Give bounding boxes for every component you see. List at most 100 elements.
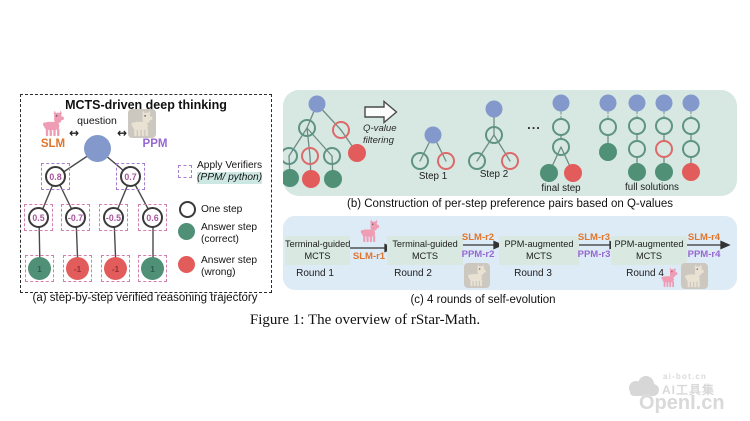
slm-r3-label: SLM-r3 — [577, 232, 611, 243]
round4-label: Round 4 — [626, 268, 664, 279]
legend-answer-correct-sub: (correct) — [201, 234, 239, 245]
watermark-site2: AI工具集 — [662, 383, 716, 397]
q-value: -0.7 — [67, 212, 84, 223]
answer-node-correct: 1 — [28, 257, 51, 280]
q-value: -1 — [111, 263, 120, 274]
right-double-arrow-icon: ↔ — [116, 126, 128, 140]
dotted-connectors — [560, 110, 692, 120]
ppm-r2-llama-icon — [464, 263, 490, 288]
round4-mcts-box: PPM-augmented MCTS — [611, 236, 687, 265]
q-value: -0.5 — [105, 212, 122, 223]
step2-label: Step 2 — [479, 169, 509, 180]
slm-label: SLM — [40, 138, 66, 150]
round3-mcts-box: PPM-augmented MCTS — [499, 236, 579, 265]
panel-a-caption: (a) step-by-step verified reasoning traj… — [32, 292, 258, 304]
step1-label: Step 1 — [418, 171, 448, 182]
legend-answer-wrong: Answer step — [201, 255, 258, 266]
legend-answer-correct: Answer step — [201, 222, 258, 233]
box-line1: PPM-augmented — [504, 238, 574, 249]
round3-label: Round 3 — [514, 268, 552, 279]
ppm-r4-llama-icon — [681, 263, 708, 289]
left-double-arrow-icon: ↔ — [68, 126, 80, 140]
verifier-box — [25, 255, 54, 282]
q-value: 0.8 — [49, 171, 62, 182]
ppm-r3-label: PPM-r3 — [577, 249, 611, 260]
box-line2: MCTS — [635, 250, 663, 261]
figure-caption: Figure 1: The overview of rStar-Math. — [249, 312, 481, 328]
panel-b-trees — [283, 94, 700, 188]
verifier-legend-icon — [178, 165, 192, 178]
question-label: question — [77, 115, 117, 127]
tree-nodes — [283, 94, 700, 188]
slm-r1-label: SLM-r1 — [352, 251, 386, 262]
step-node: -0.5 — [103, 207, 124, 228]
round1-label: Round 1 — [296, 268, 334, 279]
verifier-box — [101, 255, 130, 282]
verifier-box — [138, 204, 167, 231]
verifier-box — [24, 204, 53, 231]
slm-r4-label: SLM-r4 — [687, 232, 721, 243]
final-step-label: final step — [541, 183, 581, 194]
legend-apply-verifiers-sub: (PPM/ python) — [197, 172, 263, 184]
answer-node-correct: 1 — [141, 257, 164, 280]
ppm-llama-icon — [128, 109, 156, 138]
q-value-line1: Q-value — [363, 123, 397, 134]
round2-mcts-box: Terminal-guided MCTS — [387, 236, 463, 265]
q-value-filtering-label: Q-value filtering — [363, 123, 397, 148]
round2-label: Round 2 — [394, 268, 432, 279]
step-node: 0.8 — [45, 166, 66, 187]
panel-a-mcts-deep-thinking: MCTS-driven deep thinking SLM question ↔… — [20, 94, 272, 293]
verifier-box — [116, 163, 145, 190]
slm-r1-llama-icon — [359, 219, 381, 243]
verifier-box — [138, 255, 167, 282]
slm-r4-llama-icon — [660, 267, 679, 288]
box-line2: MCTS — [304, 250, 331, 261]
legend-one-step: One step — [201, 204, 243, 215]
watermark-site1: ai-bot.cn — [663, 372, 708, 381]
slm-r2-label: SLM-r2 — [461, 232, 495, 243]
verifier-box — [61, 204, 90, 231]
full-solutions-label: full solutions — [625, 182, 679, 193]
q-value-line2: filtering — [363, 135, 394, 147]
q-value-filter-arrow-icon — [364, 99, 398, 125]
answer-node-wrong: -1 — [104, 257, 127, 280]
verifier-box — [99, 204, 128, 231]
step-node: 0.5 — [28, 207, 49, 228]
watermark-site3: OpenI.cn — [639, 392, 725, 414]
box-line2: MCTS — [525, 250, 553, 261]
verifier-box — [63, 255, 92, 282]
watermark: ai-bot.cn AI工具集 OpenI.cn — [620, 370, 750, 420]
q-value: 0.5 — [32, 212, 45, 223]
q-value: -1 — [73, 263, 82, 274]
wrong-step-legend-icon — [178, 256, 195, 273]
panel-b-caption: (b) Construction of per-step preference … — [347, 198, 673, 210]
step-node: 0.6 — [142, 207, 163, 228]
panel-c-self-evolution: Terminal-guided MCTS Terminal-guided MCT… — [283, 216, 737, 290]
verifier-box — [41, 163, 70, 190]
ellipsis: ... — [527, 117, 541, 132]
question-root-node — [84, 135, 111, 162]
q-value: 0.6 — [146, 212, 159, 223]
ppm-label: PPM — [142, 138, 168, 150]
ppm-r4-label: PPM-r4 — [687, 249, 721, 260]
q-value: 1 — [37, 263, 42, 274]
panel-b-preference-pairs: Q-value filtering Step 1 Step 2 ... fina… — [283, 90, 737, 196]
round1-mcts-box: Terminal-guided MCTS — [285, 236, 350, 265]
cloud-logo-icon — [629, 376, 659, 396]
one-step-legend-icon — [179, 201, 196, 218]
box-line2: MCTS — [411, 250, 439, 261]
slm-llama-icon — [41, 110, 66, 137]
box-line1: Terminal-guided — [285, 238, 351, 249]
panel-a-title: MCTS-driven deep thinking — [65, 98, 227, 112]
box-line1: PPM-augmented — [614, 238, 684, 249]
box-line1: Terminal-guided — [392, 238, 458, 249]
step-node: 0.7 — [120, 166, 141, 187]
legend-apply-verifiers: Apply Verifiers — [197, 160, 263, 171]
q-value: 0.7 — [124, 171, 137, 182]
correct-step-legend-icon — [178, 223, 195, 240]
step-node: -0.7 — [65, 207, 86, 228]
q-value: 1 — [150, 263, 155, 274]
legend-answer-wrong-sub: (wrong) — [201, 267, 236, 278]
panel-c-caption: (c) 4 rounds of self-evolution — [410, 294, 556, 306]
